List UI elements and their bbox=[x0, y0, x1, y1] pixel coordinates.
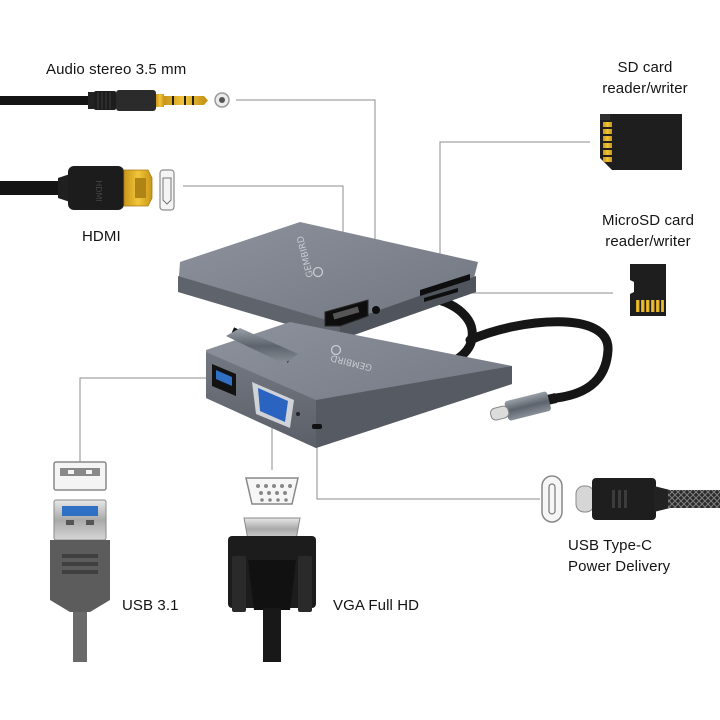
label-sd-line2: reader/writer bbox=[602, 80, 688, 97]
usbc-plug-on-hub bbox=[490, 391, 551, 421]
label-usbc-line2: Power Delivery bbox=[568, 558, 671, 575]
sd-card-icon bbox=[600, 114, 682, 170]
label-vga: VGA Full HD bbox=[333, 597, 420, 614]
hub-upper-unit: GEMBIRD bbox=[178, 222, 478, 340]
label-microsd-line2: reader/writer bbox=[605, 233, 691, 250]
hdmi-plug-illustration: HDMI bbox=[0, 166, 175, 211]
usb-port-icon bbox=[53, 461, 107, 491]
label-usbc: USB Type-C Power Delivery bbox=[568, 535, 670, 577]
label-hdmi: HDMI bbox=[82, 228, 121, 245]
label-sd: SD card reader/writer bbox=[590, 57, 700, 99]
label-usb: USB 3.1 bbox=[122, 597, 179, 614]
label-usbc-line1: USB Type-C bbox=[568, 537, 653, 554]
leader-usbc bbox=[316, 432, 540, 500]
hdmi-plug-brand: HDMI bbox=[94, 180, 103, 201]
hub-usbc-input bbox=[226, 327, 298, 364]
label-microsd-line1: MicroSD card bbox=[601, 212, 695, 229]
vga-port-icon bbox=[245, 477, 299, 505]
leader-usb bbox=[79, 377, 208, 462]
microsd-card-icon bbox=[630, 264, 666, 316]
label-microsd: MicroSD card reader/writer bbox=[590, 210, 706, 252]
label-audio: Audio stereo 3.5 mm bbox=[46, 61, 187, 78]
usbc-port-icon bbox=[541, 475, 563, 523]
usbc-plug-illustration bbox=[575, 478, 720, 520]
usb-plug-illustration bbox=[50, 499, 110, 662]
label-sd-line1: SD card bbox=[617, 59, 673, 76]
vga-plug-illustration bbox=[228, 517, 316, 662]
audio-jack-illustration bbox=[0, 90, 230, 111]
leader-sd bbox=[439, 141, 590, 300]
